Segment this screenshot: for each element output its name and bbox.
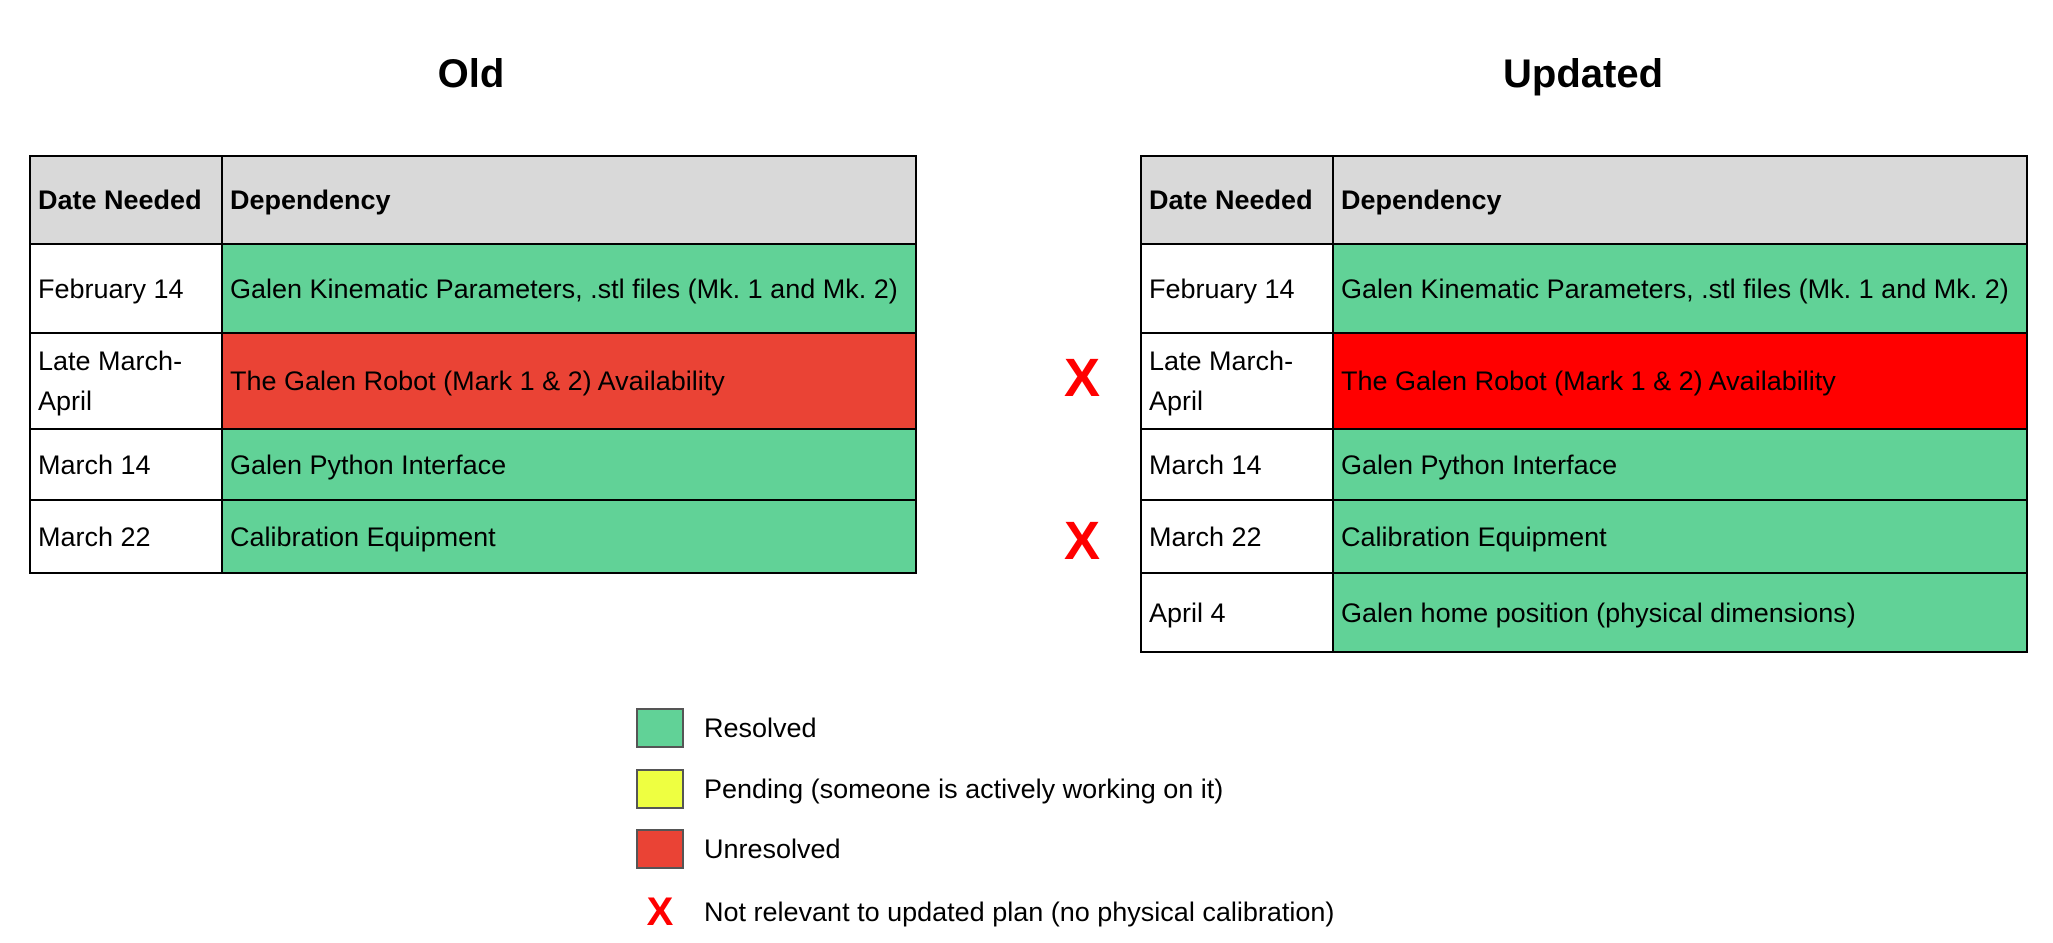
legend-label: Unresolved [704, 833, 841, 864]
date-cell: March 22 [1140, 499, 1334, 574]
date-cell: March 14 [1140, 428, 1334, 501]
table-header: Date Needed Dependency [29, 155, 917, 245]
old-title: Old [437, 52, 505, 96]
unresolved-swatch [636, 829, 684, 869]
legend-label: Resolved [704, 712, 817, 743]
header-date-needed: Date Needed [29, 155, 223, 245]
header-dependency: Dependency [1332, 155, 2028, 245]
dependency-cell: Calibration Equipment [221, 499, 917, 574]
dependency-cell: The Galen Robot (Mark 1 & 2) Availabilit… [1332, 332, 2028, 430]
x-mark-icon: X [646, 890, 674, 934]
dependency-cell: Galen Kinematic Parameters, .stl files (… [221, 243, 917, 334]
dependency-cell: The Galen Robot (Mark 1 & 2) Availabilit… [221, 332, 917, 430]
updated-title: Updated [1503, 52, 1663, 96]
legend-item-pending: Pending (someone is actively working on … [636, 769, 1223, 809]
pending-swatch [636, 769, 684, 809]
date-cell: Late March-April [1140, 332, 1334, 430]
dependency-cell: Galen home position (physical dimensions… [1332, 572, 2028, 653]
dependency-cell: Galen Python Interface [221, 428, 917, 501]
dependency-cell: Galen Kinematic Parameters, .stl files (… [1332, 243, 2028, 334]
date-cell: February 14 [29, 243, 223, 334]
legend-label: Pending (someone is actively working on … [704, 773, 1224, 804]
header-dependency: Dependency [221, 155, 917, 245]
dependency-cell: Calibration Equipment [1332, 499, 2028, 574]
resolved-swatch [636, 708, 684, 748]
date-cell: Late March-April [29, 332, 223, 430]
legend-label: Not relevant to updated plan (no physica… [704, 897, 1335, 927]
x-mark-icon: X [1063, 348, 1101, 408]
dependency-cell: Galen Python Interface [1332, 428, 2028, 501]
date-cell: March 22 [29, 499, 223, 574]
legend-item-unresolved: Unresolved [636, 829, 841, 869]
legend-item-resolved: Resolved [636, 708, 817, 748]
header-date-needed: Date Needed [1140, 155, 1334, 245]
x-mark-icon: X [1063, 511, 1101, 571]
date-cell: February 14 [1140, 243, 1334, 334]
legend-item-not-relevant: X Not relevant to updated plan (no physi… [636, 890, 1335, 935]
date-cell: April 4 [1140, 572, 1334, 653]
table-header: Date Needed Dependency [1140, 155, 2028, 245]
date-cell: March 14 [29, 428, 223, 501]
